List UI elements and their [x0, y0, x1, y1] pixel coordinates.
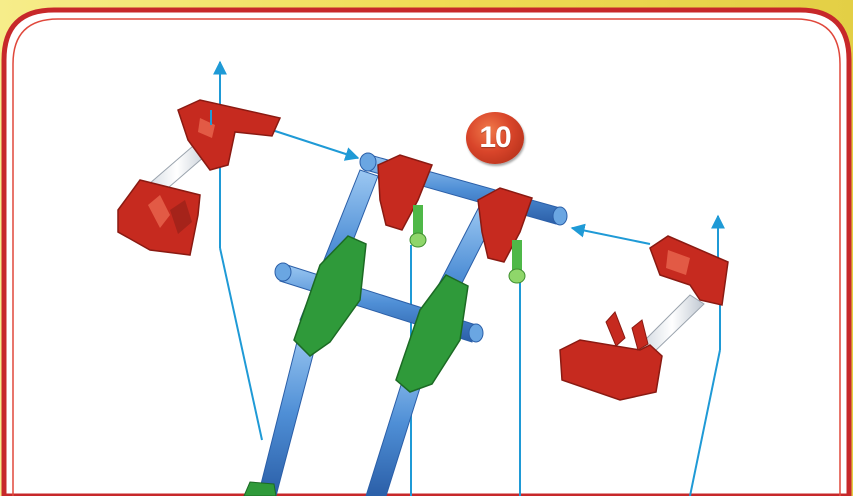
panel-frame	[4, 10, 849, 496]
step-number-badge: 10	[466, 112, 524, 164]
step-number: 10	[479, 121, 510, 155]
